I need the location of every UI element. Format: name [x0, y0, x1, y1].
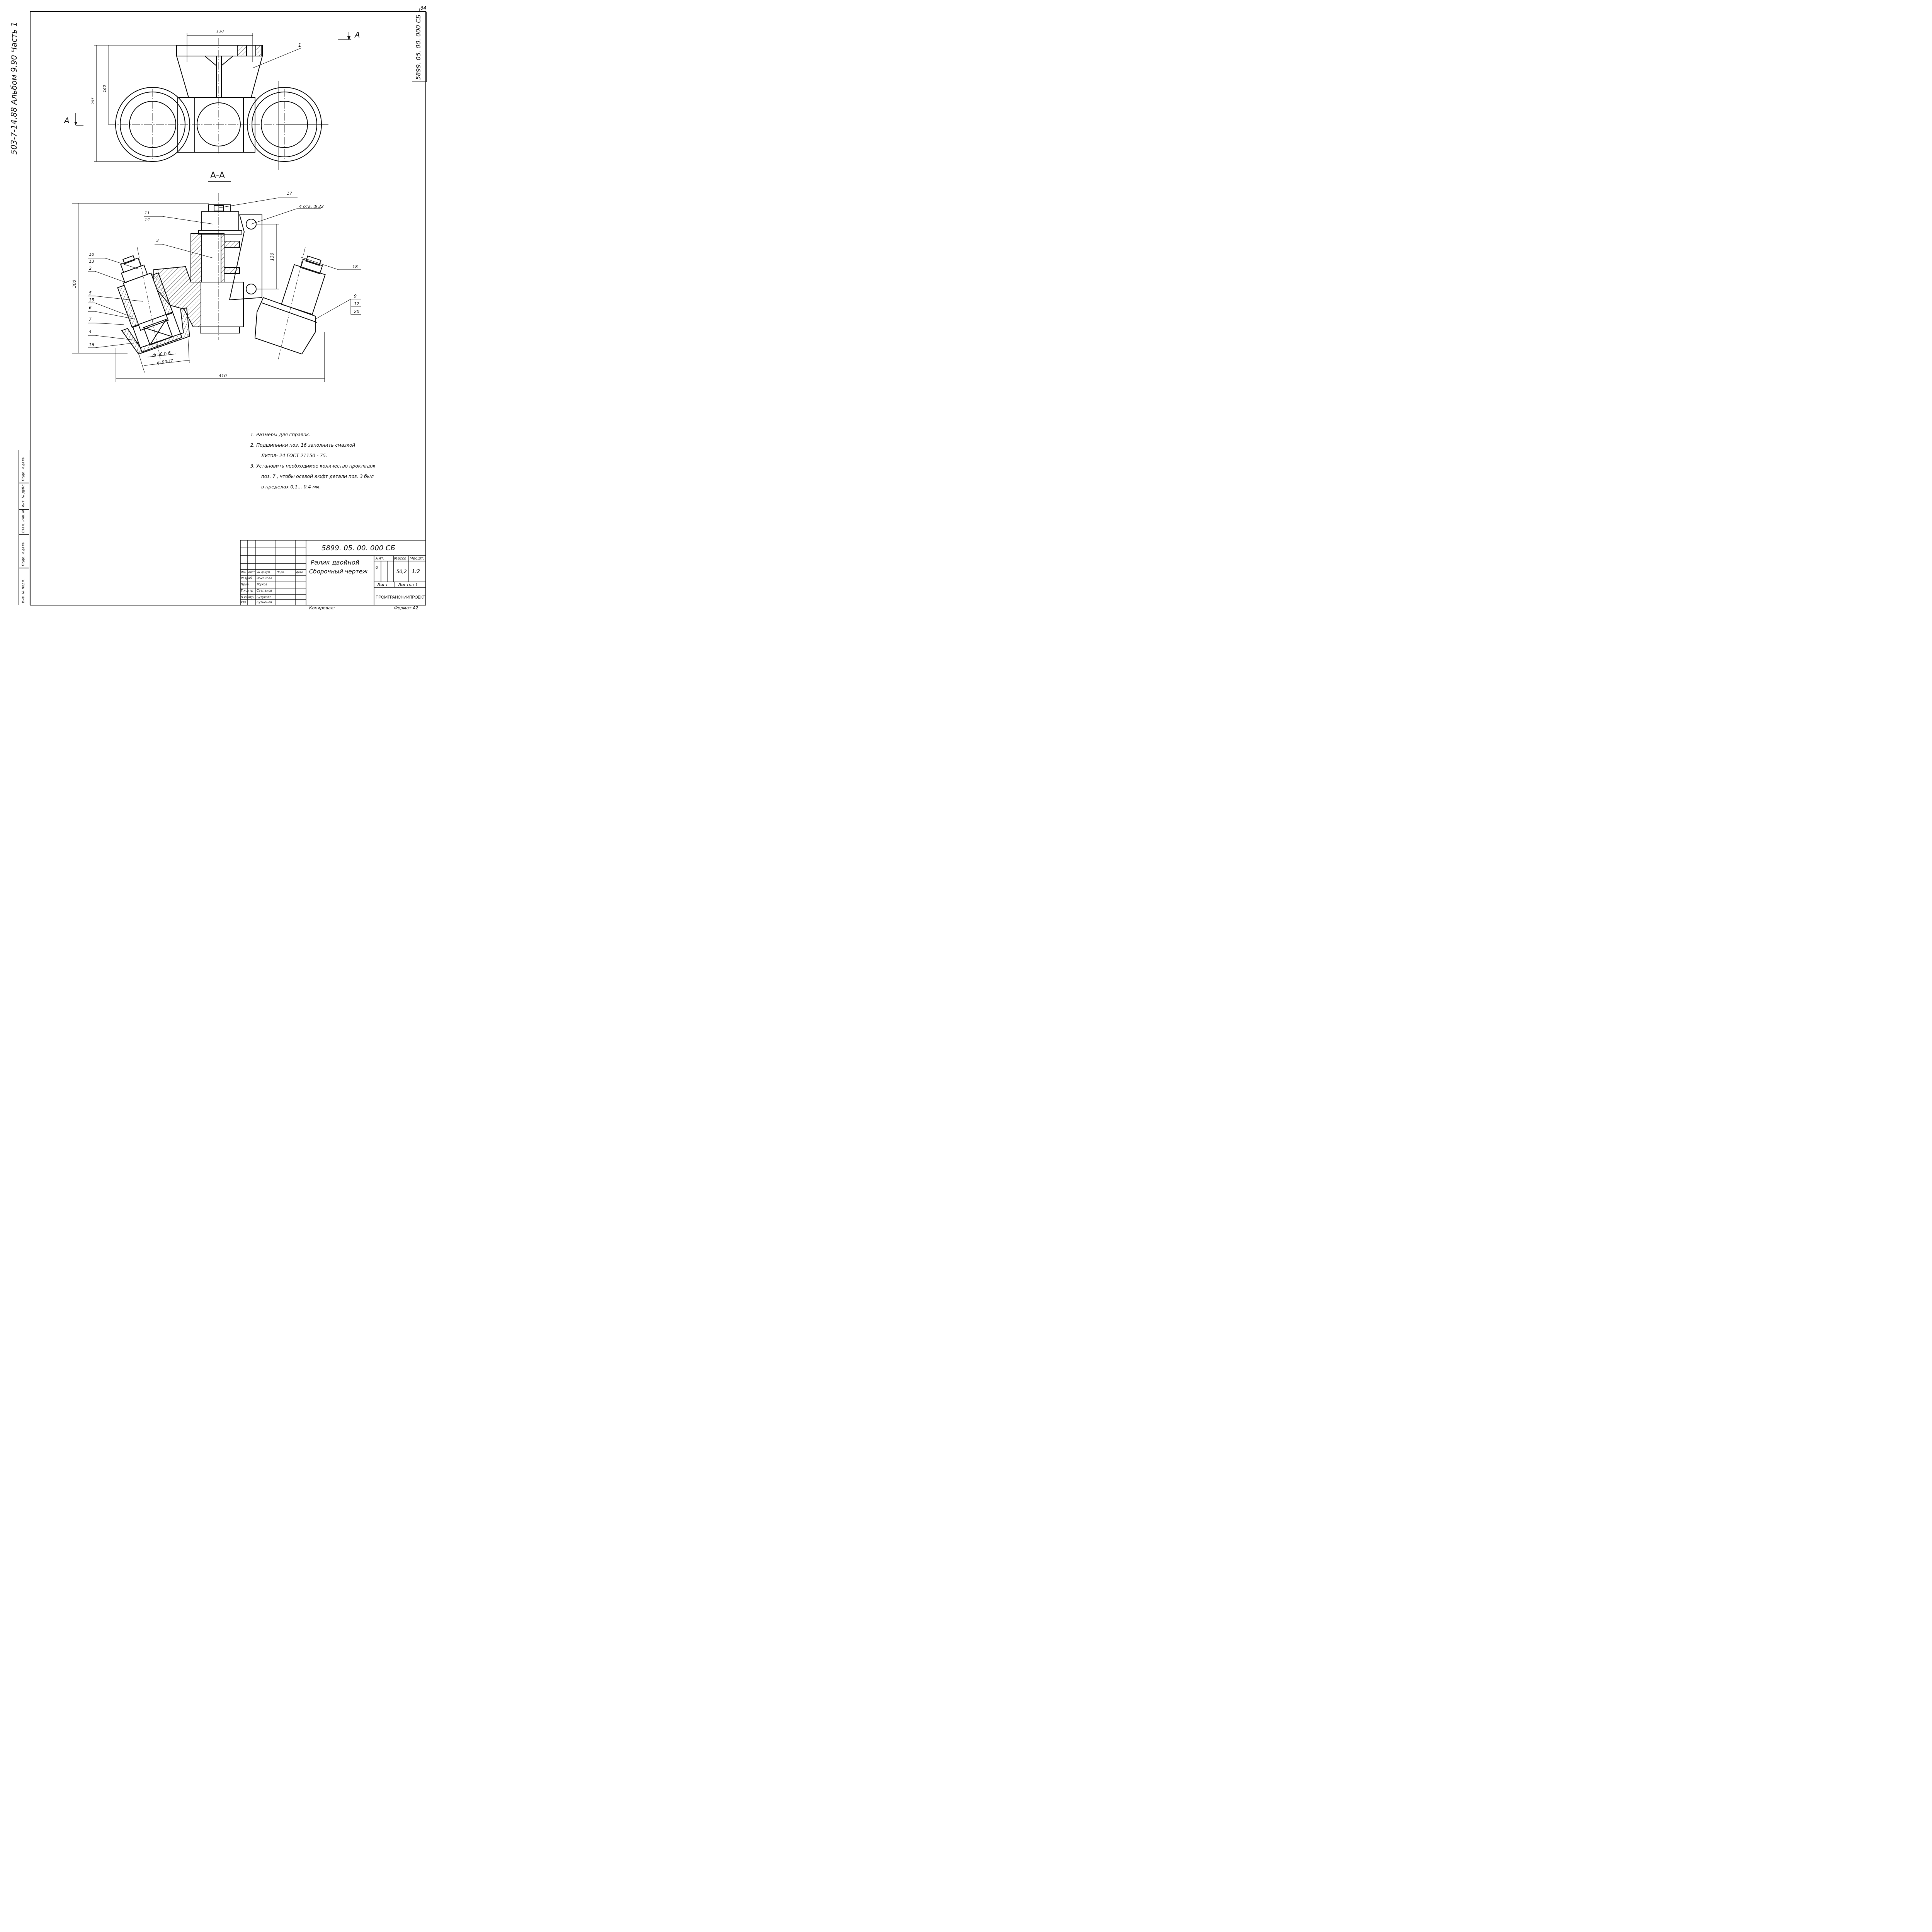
note-line: поз. 7 , чтобы осевой люфт детали поз. 3… — [261, 474, 374, 479]
col-list: Лист — [248, 571, 255, 574]
callout-20: 20 — [354, 309, 359, 314]
note-line: 1. Размеры для справок. — [250, 432, 311, 437]
copied-label: Копировал: — [309, 605, 335, 611]
title-block-code: 5899. 05. 00. 000 СБ — [321, 544, 395, 552]
sheet-number: 64 — [420, 5, 427, 11]
title-line-2: Сборочный чертеж — [309, 568, 368, 575]
section-view — [117, 193, 326, 360]
dim-410: 410 — [219, 373, 227, 378]
technical-notes: 1. Размеры для справок. 2. Подшипники по… — [250, 430, 420, 492]
dim-300: 300 — [72, 280, 77, 288]
callout-2: 2 — [89, 266, 92, 271]
stamp-podp-data: Подп. и дата — [19, 535, 29, 568]
dim-130-section: 130 — [270, 253, 275, 261]
scale-value: 1:2 — [412, 569, 420, 575]
role-name: Кузнецов — [257, 600, 272, 604]
organization: ПРОМТРАНСНИИПРОЕКТ — [376, 595, 425, 600]
col-izm: Изм — [241, 571, 247, 574]
sheet-label: Лист — [377, 582, 388, 587]
lit-value: 0 — [376, 565, 378, 570]
callout-4: 4 — [89, 329, 92, 334]
stamp-inv-dubl: Инв. № дубл. — [19, 483, 29, 509]
top-view — [108, 38, 328, 162]
album-side-title: 503-7-14.88 Альбом 9.90 Часть 1 — [9, 22, 19, 155]
callout-13: 13 — [89, 259, 94, 264]
col-doc: № докум. — [257, 571, 271, 574]
section-title: А-А — [210, 171, 225, 180]
scale-label: Масшт. — [410, 556, 425, 561]
role-name: Степанов — [257, 589, 272, 592]
drawing-canvas — [30, 9, 426, 605]
callout-9: 9 — [354, 294, 357, 299]
title-line-1: Ралик двойной — [311, 559, 360, 566]
callout-3: 3 — [156, 238, 159, 243]
callout-17: 17 — [287, 191, 292, 196]
drawing-code-vertical: 5899. 05. 00. 000 СБ — [412, 12, 427, 82]
title-block-grid — [240, 540, 426, 605]
lit-label: Лит. — [376, 556, 385, 561]
mass-value: 50,2 — [396, 569, 407, 574]
note-line: в пределах 0,1... 0,4 мм. — [261, 484, 321, 490]
stamp-vzam-inv: Взам. инв. № — [19, 509, 29, 535]
callout-18: 18 — [352, 264, 358, 269]
dim-205: 205 — [91, 97, 96, 105]
role-name: Романова — [257, 577, 272, 580]
format-label: Формат А2 — [394, 605, 418, 611]
role-label: Утв. — [241, 600, 247, 604]
callout-12: 12 — [354, 301, 359, 306]
role-name: Жуков — [257, 583, 267, 586]
col-sign: Подп. — [277, 571, 285, 574]
drawing-frame — [30, 11, 426, 605]
sheets-label: Листов 1 — [398, 582, 418, 587]
dim-holes: 4 отв. ф 22 — [299, 204, 324, 209]
callout-11: 11 — [145, 210, 150, 215]
callout-1: 1 — [298, 43, 301, 48]
role-label: Пров. — [241, 583, 250, 586]
top-view-dimensions — [75, 32, 351, 170]
section-marker-top: А — [355, 30, 360, 39]
mass-label: Масса — [394, 556, 406, 561]
role-label: Разраб. — [241, 577, 253, 580]
callout-7: 7 — [89, 317, 92, 322]
note-line: 3. Установить необходимое количество про… — [250, 463, 376, 469]
note-line: Литол- 24 ГОСТ 21150 - 75. — [261, 453, 327, 458]
callout-10: 10 — [89, 252, 94, 257]
callout-15: 15 — [89, 298, 94, 303]
section-marker-left: А — [64, 116, 70, 125]
stamp-inv-podl: Инв. № подл. — [19, 568, 29, 605]
callout-14: 14 — [145, 217, 150, 222]
callout-16: 16 — [89, 342, 94, 347]
note-line: 2. Подшипники поз. 16 заполнить смазкой — [250, 442, 355, 448]
dim-160: 160 — [103, 85, 107, 93]
section-dimensions — [72, 197, 361, 382]
callout-5: 5 — [89, 291, 92, 296]
role-label: Т.контр — [241, 589, 253, 592]
stamp-podp-data-top: Подп. и дата — [19, 450, 29, 483]
dim-130-top: 130 — [216, 29, 224, 34]
callout-6: 6 — [89, 305, 92, 310]
section-arrows — [74, 36, 350, 126]
role-label: Н.контр — [241, 595, 254, 599]
col-date: Дата — [296, 571, 303, 574]
role-name: Бузукова — [257, 595, 272, 599]
